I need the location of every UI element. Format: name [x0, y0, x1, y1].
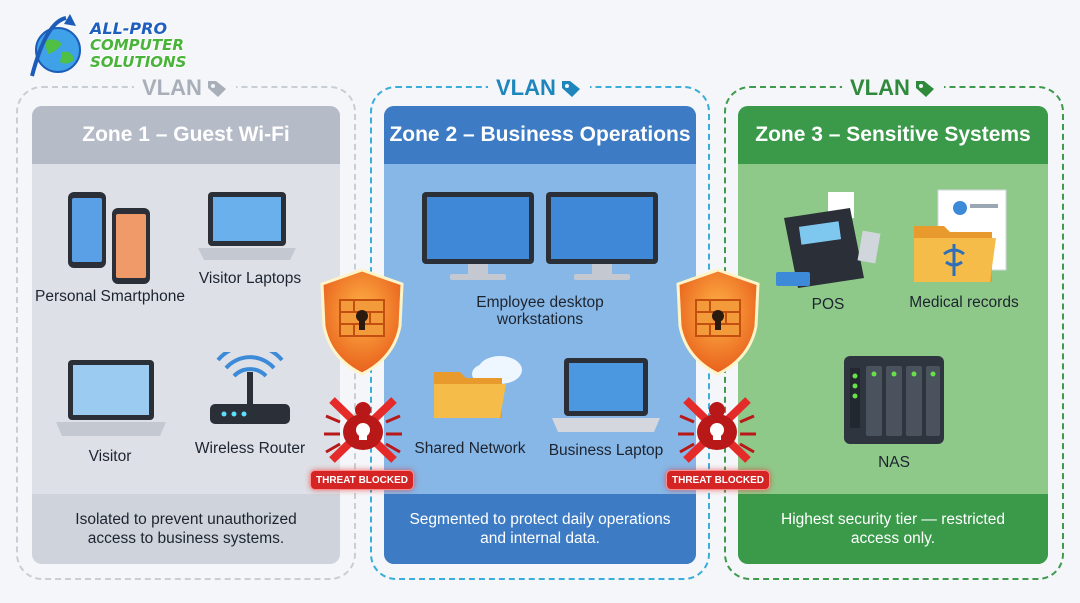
blocked-malware-bug-icon [324, 397, 402, 463]
desktop-monitor-icon [422, 192, 658, 280]
device-label-desktops: Employee desktop workstations [476, 294, 604, 328]
tag-icon [915, 81, 934, 97]
vlan-label-2: VLAN [488, 76, 590, 100]
firewall-shield-icon [676, 268, 760, 376]
device-label-nas: NAS [878, 454, 910, 471]
zone-guest-wifi: Zone 1 – Guest Wi-Fi Personal Smartphone… [32, 106, 340, 564]
zone-body: POS Medical records NAS [738, 164, 1048, 494]
zone-body: Employee desktop workstations Shared Net… [384, 164, 696, 494]
tag-icon [207, 81, 226, 97]
zone-body: Personal Smartphone Visitor Laptops Visi… [32, 164, 340, 494]
device-label-smartphone: Personal Smartphone [35, 288, 185, 305]
device-label-shared: Shared Network [414, 440, 526, 457]
logo-line-1: ALL-PRO [90, 19, 168, 38]
firewall-shield-icon [320, 268, 404, 376]
laptop-icon [552, 358, 660, 432]
logo-wordmark: ALL-PRO COMPUTER SOLUTIONS [90, 20, 186, 71]
zone-title: Zone 2 – Business Operations [384, 106, 696, 164]
wireless-router-icon [210, 352, 290, 424]
medical-records-icon [914, 189, 1007, 282]
tag-icon [561, 81, 580, 97]
vlan-label-text: VLAN [142, 75, 202, 100]
threat-blocked-badge: THREAT BLOCKED [666, 470, 770, 490]
globe-logo-icon [30, 14, 81, 77]
zone-title: Zone 1 – Guest Wi-Fi [32, 106, 340, 164]
company-logo: ALL-PRO COMPUTER SOLUTIONS [26, 12, 206, 84]
device-label-business-laptop: Business Laptop [548, 442, 664, 459]
laptop-icon [56, 360, 166, 436]
device-label-router: Wireless Router [194, 440, 306, 457]
device-label-visitor-laptops: Visitor Laptops [198, 270, 302, 287]
zone-footer: Segmented to protect daily operations an… [384, 494, 696, 564]
vlan-label-3: VLAN [842, 76, 944, 100]
device-label-visitor: Visitor [88, 448, 132, 465]
nas-storage-icon [844, 356, 944, 444]
zone-business-operations: Zone 2 – Business Operations Employee de… [384, 106, 696, 564]
blocked-malware-bug-icon [678, 397, 756, 463]
zone-footer: Highest security tier — restricted acces… [738, 494, 1048, 564]
shared-folder-cloud-icon [434, 356, 522, 418]
vlan-label-text: VLAN [496, 75, 556, 100]
logo-line-2: COMPUTER [90, 36, 184, 54]
zone-footer: Isolated to prevent unauthorized access … [32, 494, 340, 564]
pos-terminal-icon [776, 192, 881, 288]
smartphone-icon [68, 192, 150, 284]
vlan-label-1: VLAN [134, 76, 236, 100]
device-label-medical: Medical records [909, 294, 1019, 311]
logo-line-3: SOLUTIONS [90, 53, 187, 71]
laptop-icon [198, 192, 296, 260]
zone-title: Zone 3 – Sensitive Systems [738, 106, 1048, 164]
threat-blocked-badge: THREAT BLOCKED [310, 470, 414, 490]
vlan-label-text: VLAN [850, 75, 910, 100]
zone-sensitive-systems: Zone 3 – Sensitive Systems POS Medical r… [738, 106, 1048, 564]
device-label-pos: POS [811, 296, 845, 313]
